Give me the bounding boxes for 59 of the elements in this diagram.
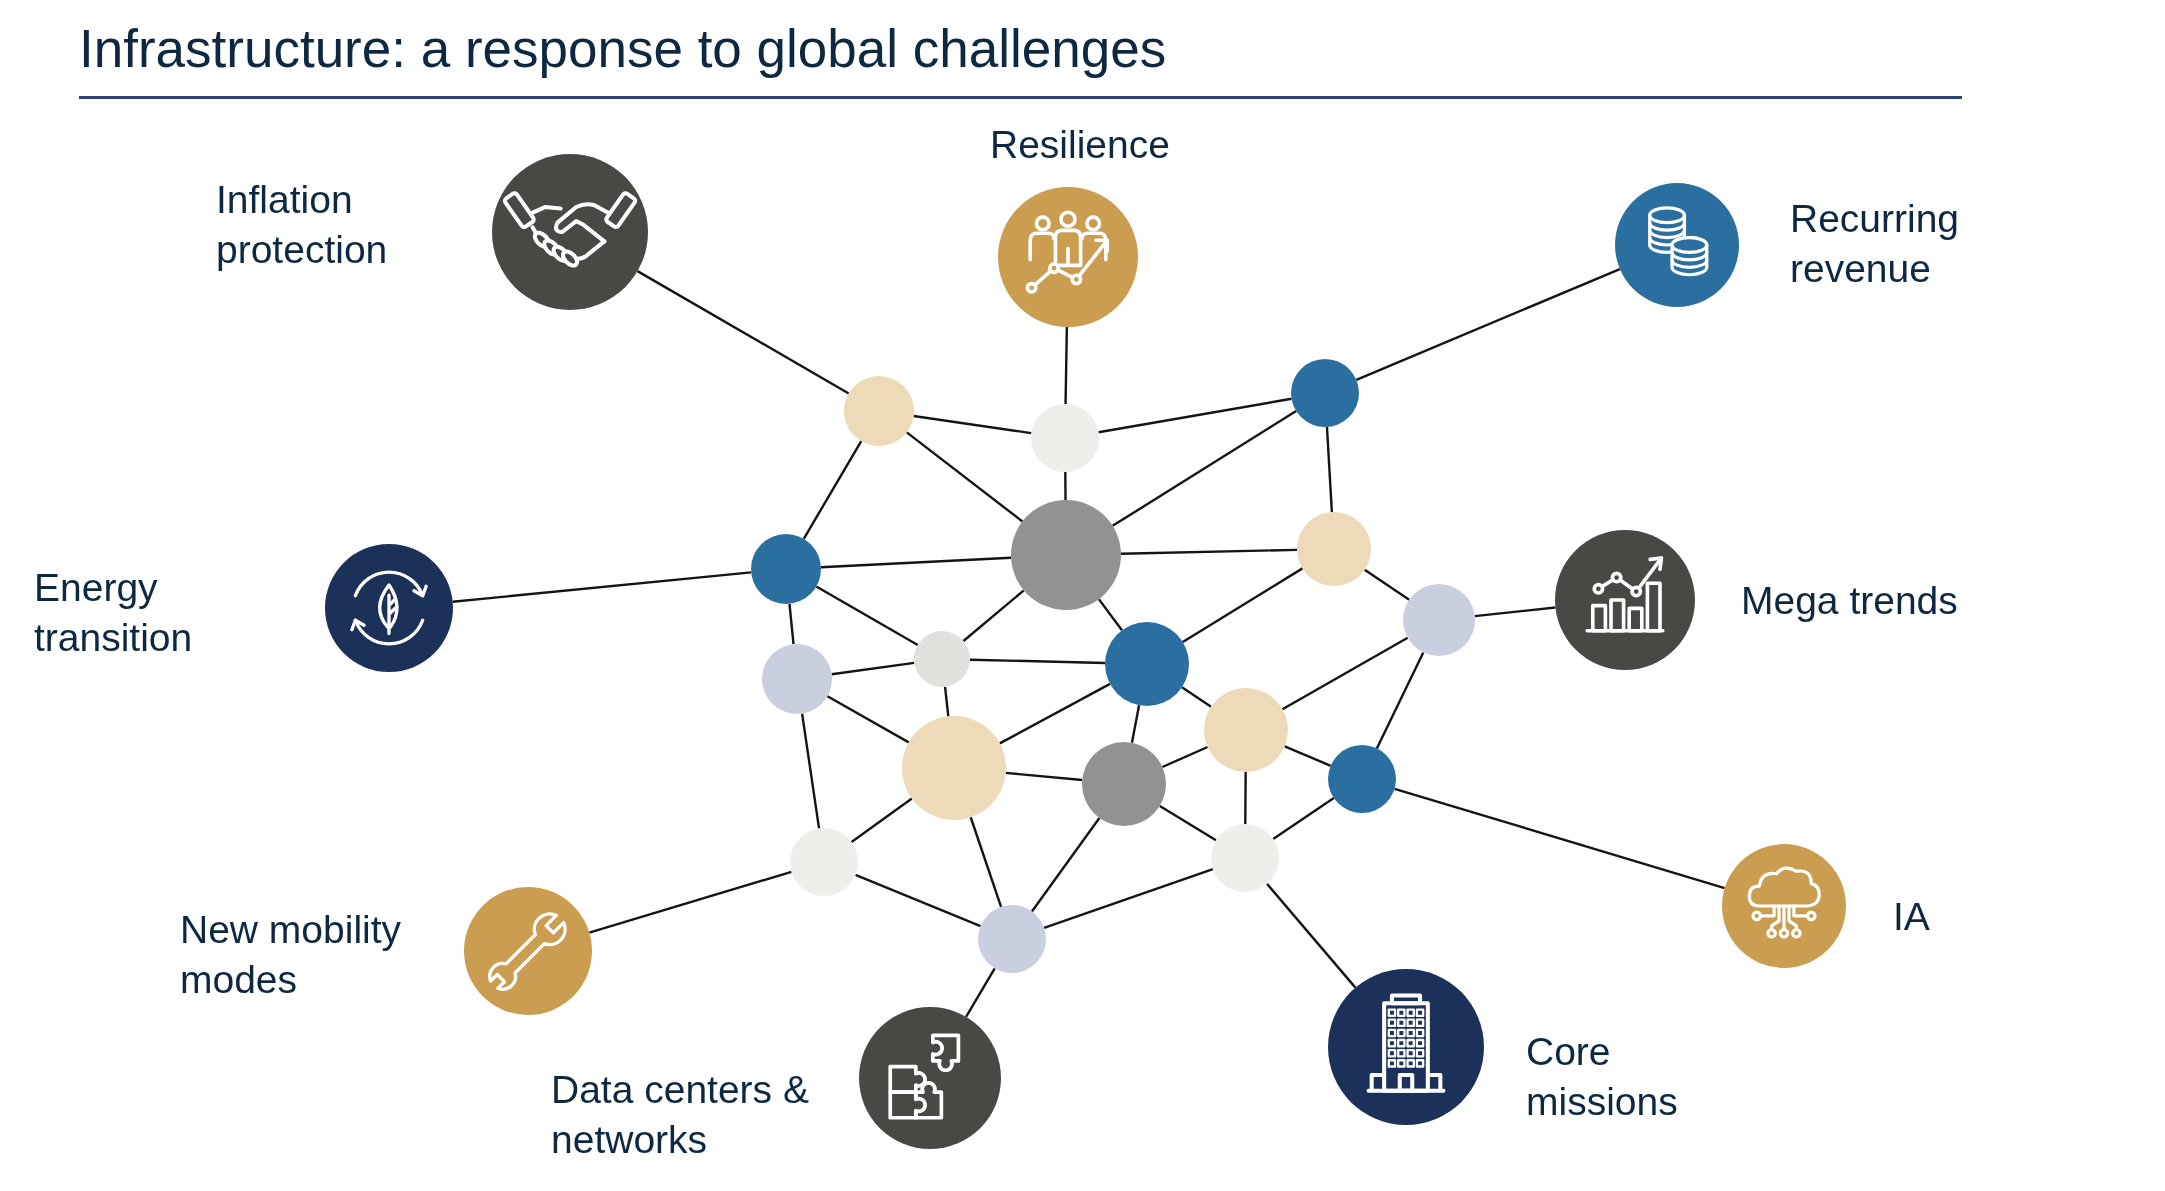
- connector-line: [969, 658, 1106, 665]
- node-label: Recurring revenue: [1790, 196, 1961, 292]
- node-label: Resilience: [990, 122, 1170, 168]
- connector-line: [1355, 267, 1621, 381]
- connector-line: [1098, 397, 1292, 434]
- connector-line: [1375, 651, 1425, 749]
- connector-line: [850, 797, 913, 844]
- connector-line: [1064, 326, 1069, 405]
- connector-line: [820, 556, 1012, 569]
- connector-line: [452, 571, 752, 603]
- connector-line: [1064, 472, 1067, 500]
- connector-line: [1266, 883, 1357, 989]
- node-label: Data centers & networks: [551, 1067, 810, 1163]
- connector-line: [943, 686, 950, 717]
- connector-line: [1159, 804, 1217, 842]
- connector-line: [965, 967, 996, 1018]
- connector-line: [826, 695, 910, 744]
- connector-line: [855, 873, 981, 928]
- connector-line: [636, 270, 850, 395]
- network-node: [1211, 824, 1279, 892]
- connector-line: [1325, 426, 1334, 513]
- connector-line: [1112, 410, 1297, 527]
- connector-line: [1043, 868, 1214, 929]
- connector-line: [969, 816, 1003, 908]
- connector-line: [1005, 771, 1083, 782]
- node-label: Inflation protection: [216, 177, 389, 273]
- connector-line: [1130, 705, 1141, 743]
- node-label: New mobility modes: [180, 907, 403, 1003]
- connector-line: [1030, 817, 1101, 913]
- connector-line: [1244, 772, 1247, 824]
- connector-line: [962, 589, 1025, 642]
- connector-line: [1161, 745, 1209, 769]
- connector-line: [831, 661, 915, 676]
- connector-line: [1284, 745, 1332, 767]
- connector-line: [588, 870, 792, 934]
- node-label: Energy transition: [34, 565, 194, 661]
- network-node: [844, 376, 914, 446]
- connector-line: [906, 431, 1024, 523]
- node-label: Mega trends: [1741, 578, 1958, 624]
- node-label: IA: [1893, 894, 1930, 940]
- connector-line: [788, 603, 795, 645]
- connector-line: [815, 585, 919, 647]
- connector-line: [800, 713, 821, 829]
- connector-line: [1120, 548, 1298, 555]
- connector-line: [1394, 787, 1725, 890]
- connector-line: [1363, 568, 1410, 601]
- connector-line: [1281, 636, 1409, 711]
- network-node: [1105, 622, 1189, 706]
- connector-line: [1181, 686, 1212, 708]
- connector-line: [1272, 797, 1335, 840]
- connector-line: [913, 414, 1032, 435]
- connector-line: [802, 440, 863, 540]
- connector-line: [1182, 567, 1304, 644]
- network-node: [914, 631, 970, 687]
- connector-line: [1097, 598, 1123, 631]
- connector-line: [999, 682, 1111, 745]
- connector-line: [1474, 606, 1556, 618]
- title: Infrastructure: a response to global challenges: [79, 18, 1167, 80]
- node-label: Core missions: [1526, 1029, 1679, 1125]
